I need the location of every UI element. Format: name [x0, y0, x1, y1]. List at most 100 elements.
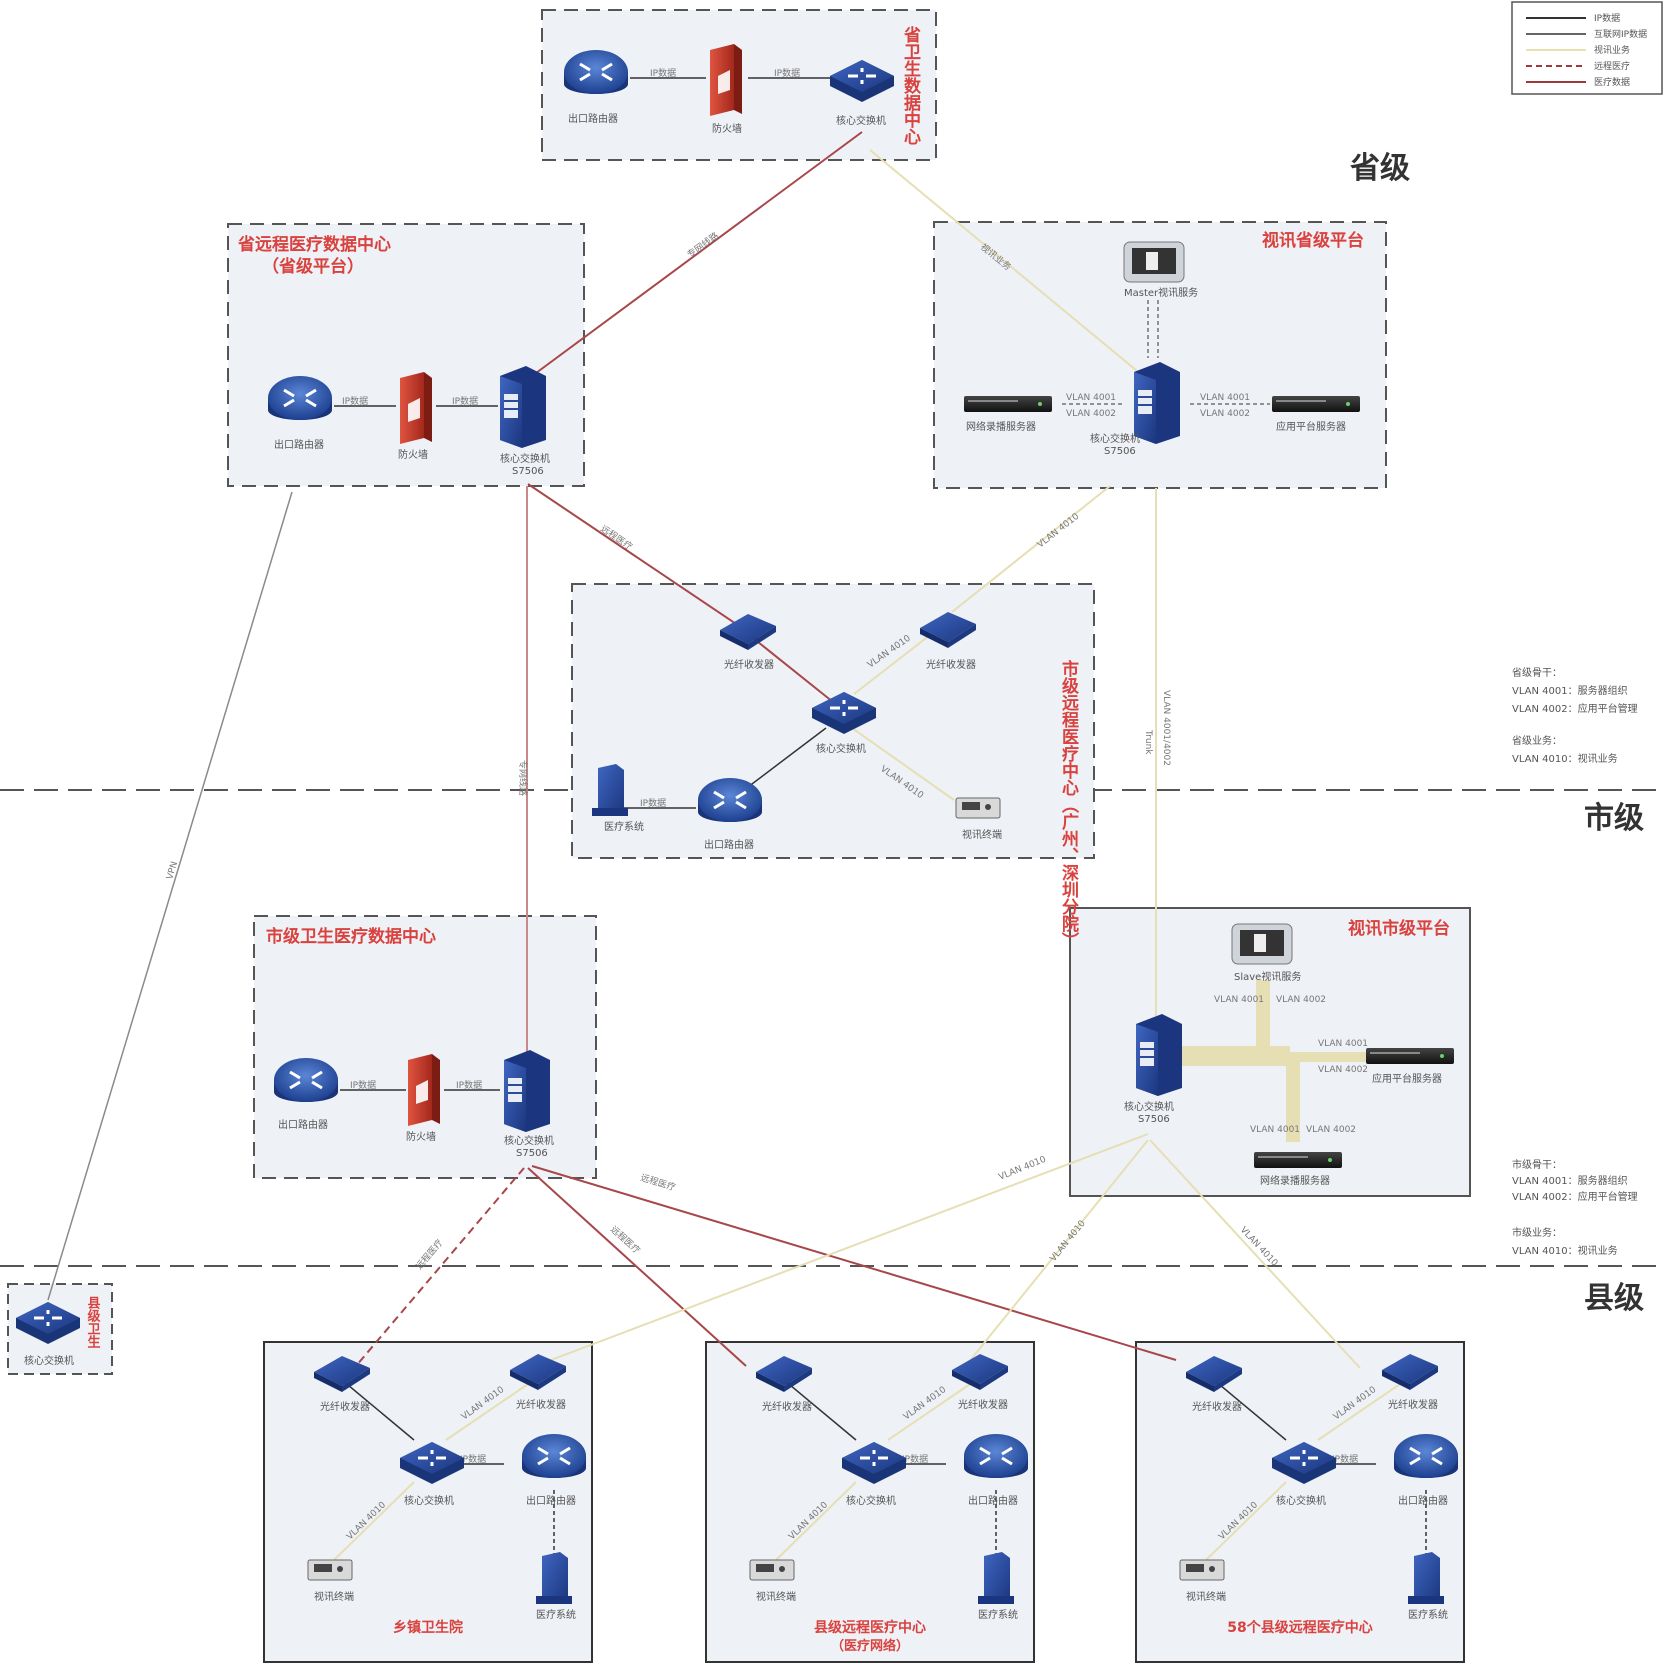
zone-title-city-video: 视讯市级平台: [1348, 918, 1450, 939]
link-label-ip-4: IP数据: [452, 395, 478, 407]
link-label-trunk-vlans: VLAN 4001/4002: [1161, 690, 1171, 766]
zone-title-county: 乡镇卫生院: [393, 1619, 463, 1636]
svg-text:VLAN 4001：服务器组织: VLAN 4001：服务器组织: [1512, 684, 1628, 697]
zone-prov-video-devices: 视讯省级平台 Master视讯服务 网络录播服务器 应用平台服务器 核心交换机 …: [964, 230, 1364, 457]
core-switch-icon: [504, 1050, 550, 1132]
level-label-city: 市级: [1584, 801, 1644, 836]
server-icon: [1272, 396, 1360, 412]
device-label-medical: 医疗系统: [536, 1608, 576, 1621]
link-label-vlan-a5: VLAN 4001: [1250, 1125, 1300, 1135]
router-icon: [696, 776, 764, 824]
link-label-ip-3: IP数据: [342, 395, 368, 407]
link-label-ip-cr: IP数据: [640, 797, 666, 809]
device-label-left-server: 网络录播服务器: [966, 420, 1036, 433]
zone-title-prov-remote-dc: 省远程医疗数据中心: [237, 234, 391, 255]
device-label-switch-model: S7506: [512, 466, 544, 477]
link-label-vlan-b1: VLAN 4002: [1066, 409, 1116, 419]
link-label-trunk: Trunk: [1143, 729, 1153, 755]
zone-title-county: 县级远程医疗中心: [814, 1619, 926, 1636]
link-label-ip-1: IP数据: [650, 67, 676, 79]
server-icon: [1254, 1152, 1342, 1168]
device-label-mcu: Master视讯服务: [1124, 286, 1198, 299]
legend-label: 视讯业务: [1594, 44, 1630, 56]
link-prov-remote-city: [527, 483, 761, 641]
svg-text:市级业务：: 市级业务：: [1512, 1226, 1562, 1239]
device-label-transceiver-left: 光纤收发器: [724, 658, 774, 671]
server-icon: [964, 396, 1052, 412]
svg-text:省级业务：: 省级业务：: [1512, 734, 1562, 747]
device-label-medical: 医疗系统: [1408, 1608, 1448, 1621]
zone-city-remote-center-devices: 市级远程医疗中心（广州、深圳分院） 光纤收发器 光纤收发器 核心交换机 出口路由…: [592, 612, 1080, 949]
link-label-remote-4: 远程医疗: [639, 1171, 677, 1193]
device-label-rec-server: 网络录播服务器: [1260, 1174, 1330, 1187]
zone-title-prov-health-dc: 省卫生数据中心: [900, 25, 922, 145]
device-label-switch-model: S7506: [1138, 1114, 1170, 1125]
link-label-county-ip: IP数据: [1332, 1453, 1358, 1465]
link-label-county-ip: IP数据: [902, 1453, 928, 1465]
device-label-switch: 核心交换机: [846, 1494, 896, 1507]
link-label-vlan-a4: VLAN 4001: [1318, 1039, 1368, 1049]
svg-text:VLAN 4010：视讯业务: VLAN 4010：视讯业务: [1512, 1244, 1618, 1257]
router-icon: [562, 48, 630, 96]
mcu-icon: [1231, 923, 1293, 965]
device-label-transceiver: 光纤收发器: [516, 1398, 566, 1411]
device-label-terminal: 视讯终端: [1186, 1590, 1226, 1603]
zone-city-health-dc: [253, 915, 597, 1179]
link-label-special-2: 专网线路: [517, 760, 529, 796]
device-label-terminal: 视讯终端: [962, 828, 1002, 841]
link-label-vlan-b2: VLAN 4002: [1200, 409, 1250, 419]
core-switch-icon: [500, 366, 546, 448]
device-label-switch: 核心交换机: [24, 1354, 74, 1367]
device-label-router: 出口路由器: [274, 438, 324, 451]
device-label-switch: 核心交换机: [504, 1134, 554, 1147]
video-terminal-icon: [1179, 1559, 1225, 1581]
device-label-router: 出口路由器: [968, 1494, 1018, 1507]
device-label-switch: 核心交换机: [1124, 1100, 1174, 1113]
link-label-vlan-a2: VLAN 4001: [1200, 393, 1250, 403]
device-label-router: 出口路由器: [1398, 1494, 1448, 1507]
router-icon: [1392, 1432, 1460, 1480]
device-label-router: 出口路由器: [568, 112, 618, 125]
zone-county-2: [705, 1341, 1035, 1663]
link-label-vlan-b4: VLAN 4002: [1318, 1065, 1368, 1075]
link-label-vlan-b3: VLAN 4002: [1276, 995, 1326, 1005]
video-terminal-icon: [749, 1559, 795, 1581]
link-label-vlan-b5: VLAN 4002: [1306, 1125, 1356, 1135]
svg-text:市级骨干：: 市级骨干：: [1512, 1158, 1562, 1171]
zone-title-prov-video: 视讯省级平台: [1262, 230, 1364, 251]
device-label-switch: 核心交换机: [500, 452, 550, 465]
notes-province: 省级骨干： VLAN 4001：服务器组织 VLAN 4002：应用平台管理 省…: [1512, 666, 1638, 765]
svg-text:VLAN 4001：服务器组织: VLAN 4001：服务器组织: [1512, 1174, 1628, 1187]
link-label-vlan-a3: VLAN 4001: [1214, 995, 1264, 1005]
device-label-switch: 核心交换机: [816, 742, 866, 755]
device-label-medical: 医疗系统: [978, 1608, 1018, 1621]
device-label-firewall: 防火墙: [398, 448, 428, 461]
device-label-transceiver: 光纤收发器: [320, 1400, 370, 1413]
router-icon: [520, 1432, 588, 1480]
zone-county-1: [263, 1341, 593, 1663]
video-terminal-icon: [307, 1559, 353, 1581]
device-label-medical: 医疗系统: [604, 820, 644, 833]
device-label-transceiver: 光纤收发器: [1388, 1398, 1438, 1411]
link-label-ip-5: IP数据: [350, 1079, 376, 1091]
zone-title-city-remote-center: 市级远程医疗中心（广州、深圳分院）: [1058, 659, 1080, 949]
svg-text:VLAN 4002：应用平台管理: VLAN 4002：应用平台管理: [1512, 702, 1638, 715]
router-icon: [266, 374, 334, 422]
link-label-vlan-c4: VLAN 4010: [997, 1155, 1047, 1183]
zone-prov-remote-dc-devices: 省远程医疗数据中心 （省级平台） 出口路由器 IP数据 防火墙 IP数据 核心交…: [237, 234, 550, 477]
device-label-switch-model: S7506: [516, 1148, 548, 1159]
level-label-province: 省级: [1350, 151, 1410, 186]
device-label-switch: 核心交换机: [1090, 432, 1140, 445]
svg-text:省级骨干：: 省级骨干：: [1512, 666, 1562, 679]
legend-label: 医疗数据: [1594, 76, 1630, 88]
link-label-ip-6: IP数据: [456, 1079, 482, 1091]
link-prov-video-city: [951, 485, 1111, 613]
zone-title-county-health: 县级卫生: [85, 1296, 101, 1348]
zone-subtitle-prov-remote-dc: （省级平台）: [262, 256, 364, 277]
device-label-transceiver: 光纤收发器: [762, 1400, 812, 1413]
mcu-icon: [1123, 241, 1185, 283]
device-label-transceiver: 光纤收发器: [1192, 1400, 1242, 1413]
link-prov-dc-remote: [531, 131, 863, 377]
